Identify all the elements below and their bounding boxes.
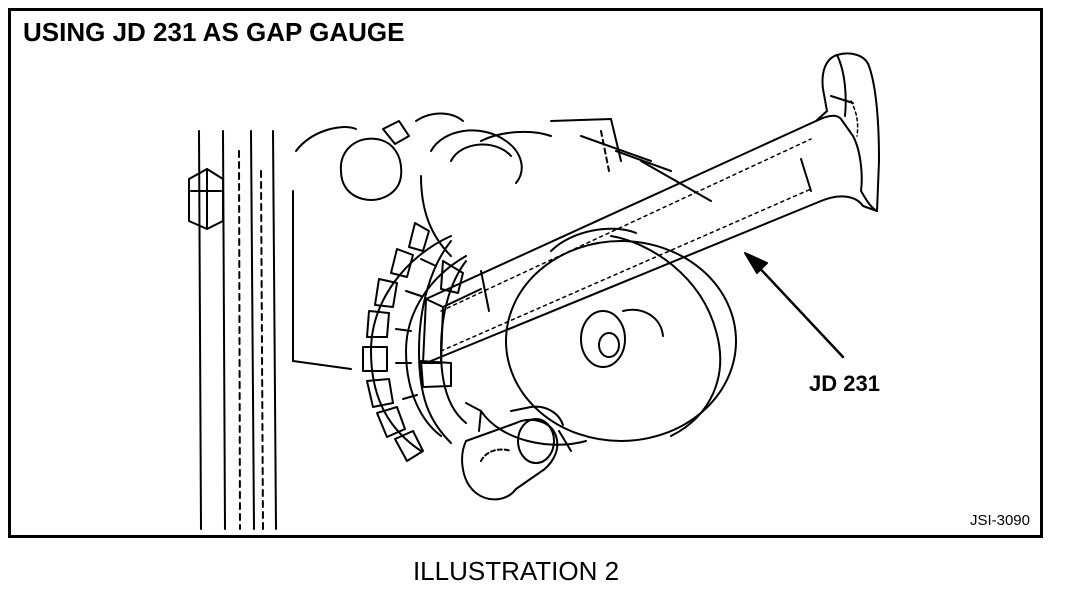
jd231-tool xyxy=(422,52,880,364)
stud-pin xyxy=(461,405,572,501)
illustration-caption: ILLUSTRATION 2 xyxy=(0,556,1072,587)
figure-code: JSI-3090 xyxy=(969,512,1030,529)
figure-title: USING JD 231 AS GAP GAUGE xyxy=(23,17,405,47)
pointer-arrow xyxy=(744,252,845,359)
technical-drawing xyxy=(188,52,880,530)
figure-frame: USING JD 231 AS GAP GAUGE JD 231 JSI-309… xyxy=(8,8,1043,538)
hex-bolt-icon xyxy=(188,168,224,230)
pulley-disk xyxy=(480,227,737,446)
ring-gear xyxy=(362,222,467,462)
caption-text: ILLUSTRATION 2 xyxy=(412,556,620,586)
engine-housing xyxy=(295,112,712,257)
tool-label: JD 231 xyxy=(809,371,880,396)
